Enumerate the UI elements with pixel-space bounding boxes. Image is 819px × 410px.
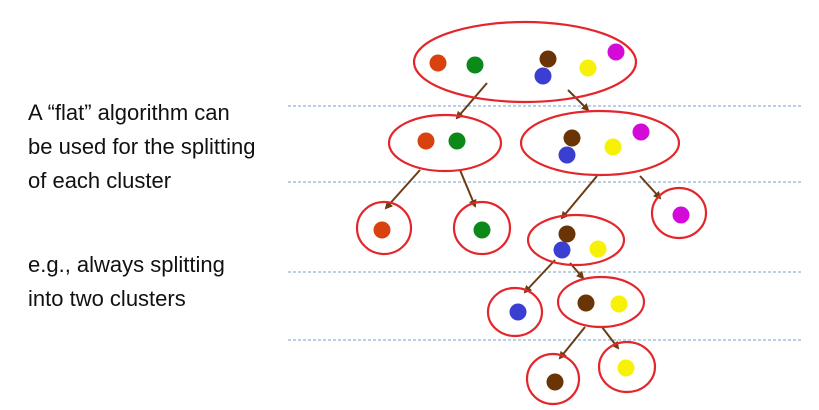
point-magenta: [672, 206, 690, 224]
cluster-leaf-brown: [525, 352, 581, 406]
split-arrow: [459, 169, 477, 208]
point-brown: [546, 373, 564, 391]
point-orange: [417, 132, 435, 150]
point-green: [448, 132, 466, 150]
point-blue: [553, 241, 571, 259]
description-text-1: A “flat” algorithm can be used for the s…: [28, 96, 255, 198]
description-line: into two clusters: [28, 286, 186, 311]
point-magenta: [607, 43, 625, 61]
point-blue: [509, 303, 527, 321]
point-yellow: [579, 59, 597, 77]
description-line: A “flat” algorithm can: [28, 100, 230, 125]
point-yellow: [589, 240, 607, 258]
cluster-brown-yellow: [556, 275, 646, 329]
point-blue: [534, 67, 552, 85]
point-green: [466, 56, 484, 74]
split-arrow: [639, 175, 662, 200]
point-yellow: [610, 295, 628, 313]
split-arrow: [455, 82, 488, 120]
split-arrow: [567, 89, 590, 112]
cluster-right: [519, 109, 681, 177]
point-brown: [558, 225, 576, 243]
point-orange: [373, 221, 391, 239]
point-green: [473, 221, 491, 239]
split-arrow: [560, 175, 598, 220]
point-yellow: [604, 138, 622, 156]
description-text-2: e.g., always splitting into two clusters: [28, 248, 225, 316]
split-arrows: [384, 82, 662, 360]
cluster-root: [412, 20, 638, 104]
point-brown: [577, 294, 595, 312]
point-yellow: [617, 359, 635, 377]
point-brown: [563, 129, 581, 147]
cluster-leaf-yellow: [597, 340, 657, 394]
point-blue: [558, 146, 576, 164]
cluster-leaf-green: [452, 200, 512, 256]
cluster-leaf-blue: [486, 286, 544, 338]
split-arrow: [523, 259, 556, 294]
point-orange: [429, 54, 447, 72]
cluster-leaf-orange: [355, 200, 413, 256]
description-line: be used for the splitting: [28, 134, 256, 159]
cluster-ellipses: [355, 20, 708, 406]
split-arrow: [384, 169, 421, 210]
description-line: e.g., always splitting: [28, 252, 225, 277]
description-line: of each cluster: [28, 168, 172, 193]
cluster-brown-blue-yellow: [526, 213, 626, 267]
level-dividers: [288, 105, 802, 341]
point-magenta: [632, 123, 650, 141]
data-points: [373, 43, 690, 391]
cluster-left: [387, 113, 503, 173]
cluster-leaf-magenta: [650, 186, 708, 240]
point-brown: [539, 50, 557, 68]
split-arrow: [558, 326, 586, 360]
